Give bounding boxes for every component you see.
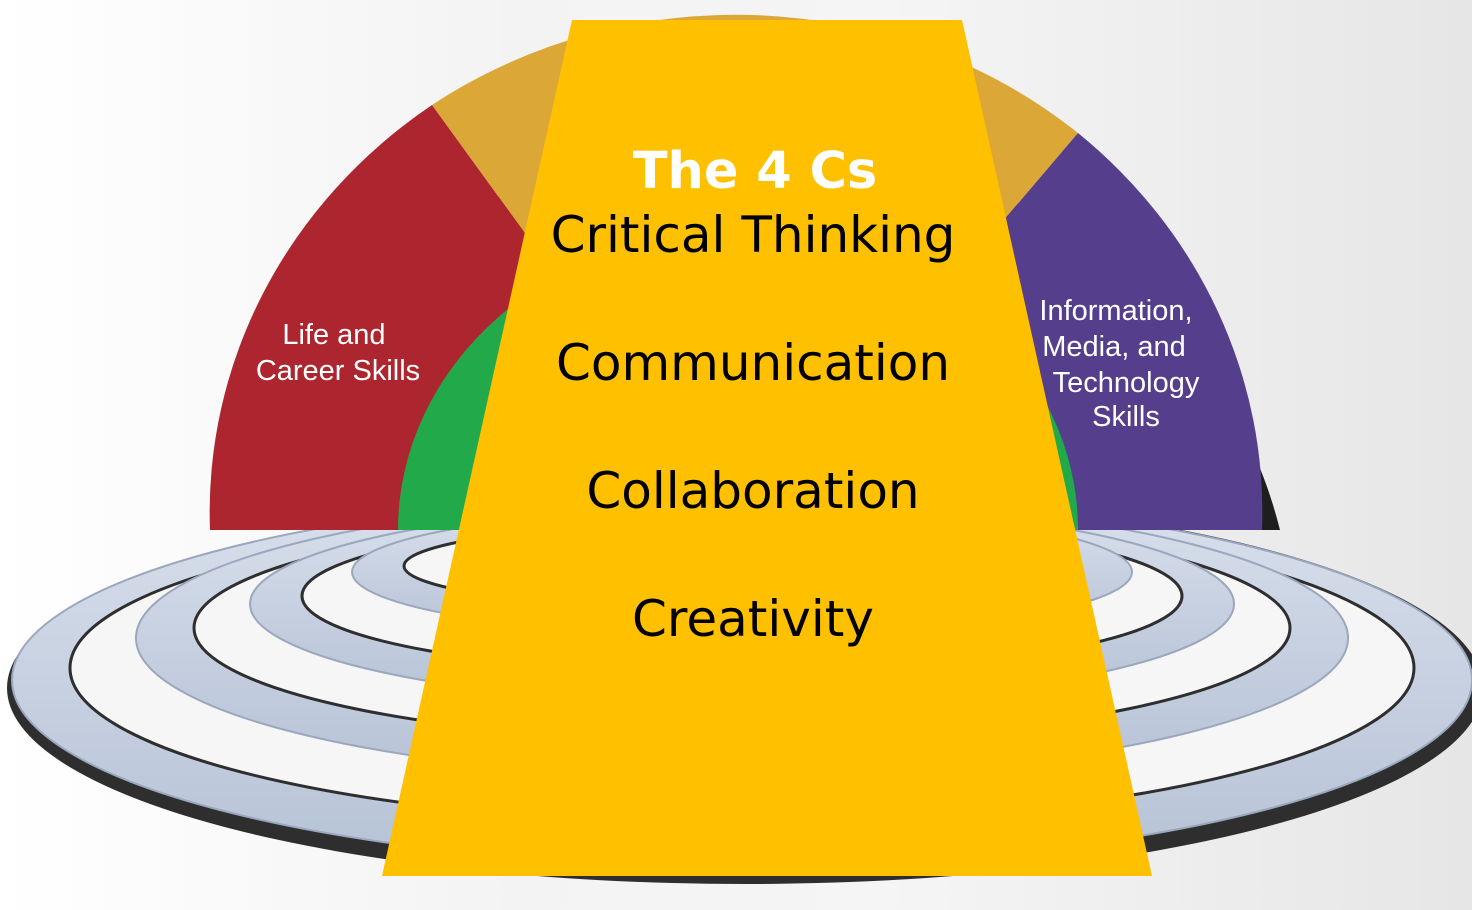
info-media-tech-label: Information, Media, and Technology Skill… bbox=[1039, 295, 1207, 433]
four-cs-panel bbox=[382, 20, 1152, 876]
panel-title: The 4 Cs bbox=[633, 142, 877, 201]
info-media-tech-line-1: Information, bbox=[1039, 295, 1192, 327]
life-career-line-2: Career Skills bbox=[256, 355, 420, 387]
item-creativity: Creativity bbox=[632, 590, 874, 648]
info-media-tech-line-2: Media, and bbox=[1042, 331, 1186, 363]
life-career-label: Life and Career Skills bbox=[256, 319, 420, 387]
life-career-line-1: Life and bbox=[282, 319, 385, 351]
info-media-tech-line-3: Technology bbox=[1053, 367, 1200, 399]
item-critical-thinking: Critical Thinking bbox=[551, 206, 956, 264]
item-communication: Communication bbox=[556, 334, 950, 392]
info-media-tech-line-4: Skills bbox=[1092, 401, 1160, 433]
item-collaboration: Collaboration bbox=[586, 462, 919, 520]
